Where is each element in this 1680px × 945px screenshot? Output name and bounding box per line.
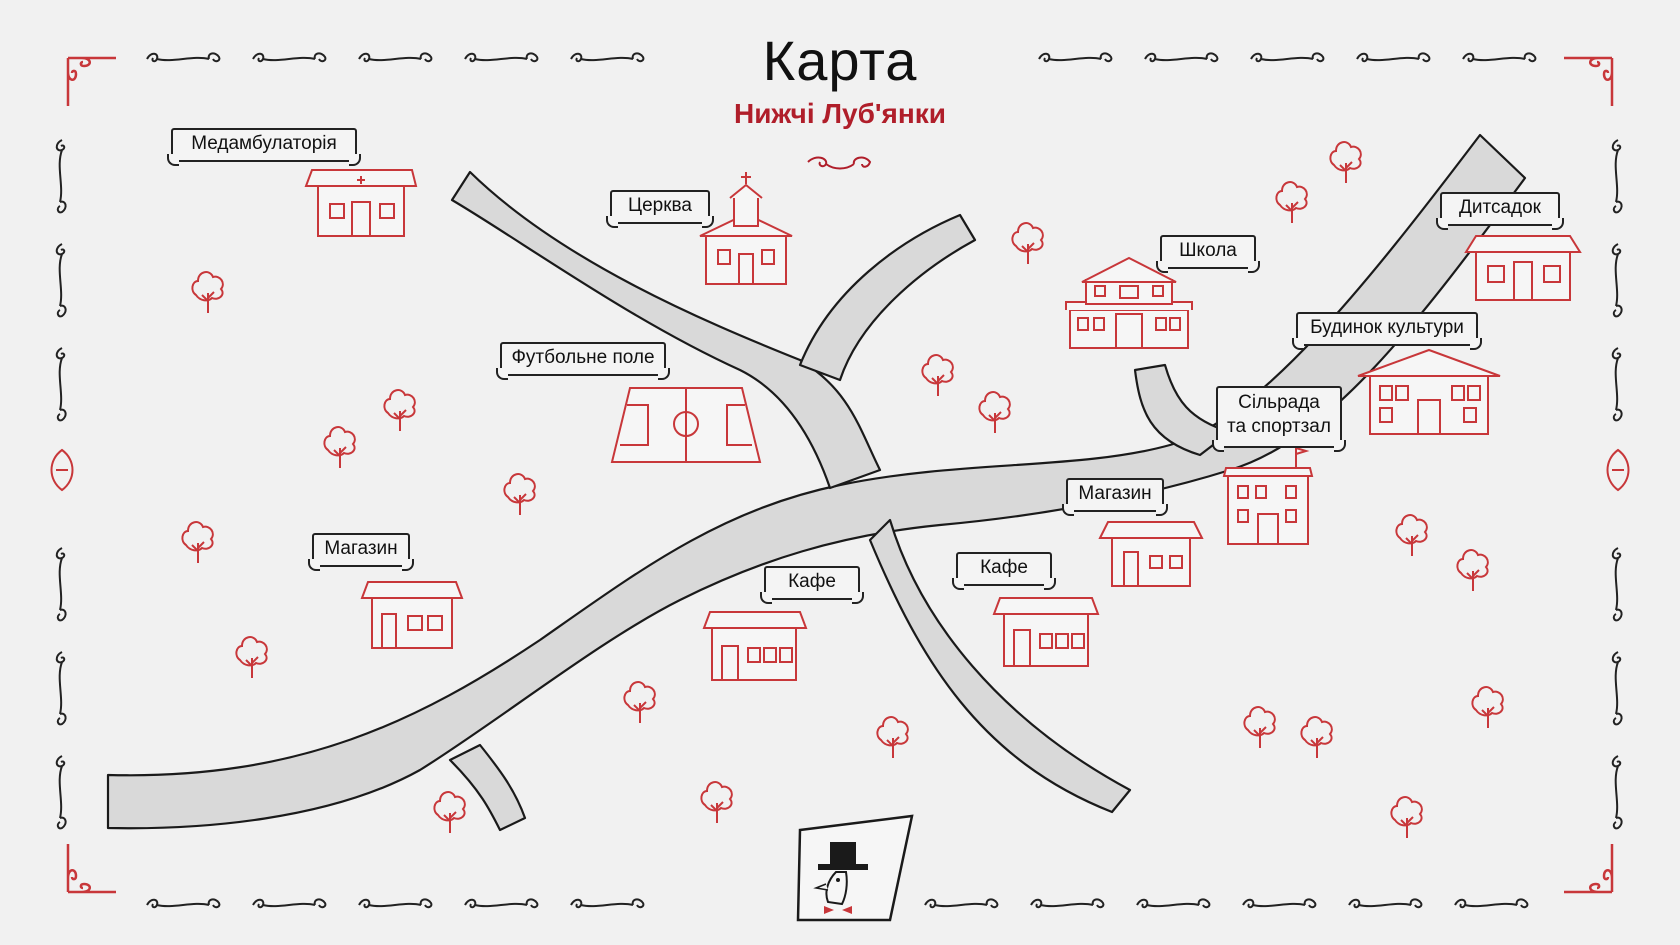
road-southwest [448, 743, 527, 832]
tree-icon [623, 681, 656, 724]
tree-icon [1329, 141, 1362, 184]
label-medambulatoria: Медамбулаторія [167, 128, 361, 166]
buildings [304, 169, 1582, 681]
mascot-logo-icon [796, 814, 914, 922]
tree-icon [1243, 706, 1276, 749]
label-text: Медамбулаторія [191, 133, 337, 154]
tree-icon [978, 391, 1011, 434]
ornament-icon [807, 156, 872, 170]
ornament-icon [358, 898, 433, 909]
ornament-icon [1611, 547, 1623, 622]
tree-icon [876, 716, 909, 759]
label-text: Дитсадок [1458, 197, 1541, 218]
label-mahazyn-left: Магазин [308, 533, 414, 571]
ornament-icon [55, 547, 67, 622]
label-dytsadok: Дитсадок [1436, 192, 1564, 230]
ornament-icon [1611, 755, 1623, 830]
label-text: Кафе [788, 571, 836, 592]
ornament-icon [924, 898, 999, 909]
tree-icon [921, 354, 954, 397]
house-icon [1357, 348, 1501, 435]
road-southeast [868, 518, 1132, 814]
label-kafe-right: Кафе [952, 552, 1056, 590]
ornament-icon [55, 139, 67, 214]
label-shkola: Школа [1156, 235, 1260, 273]
label-tserkva: Церква [606, 190, 714, 228]
tree-icon [181, 521, 214, 564]
tree-icon [1456, 549, 1489, 592]
ornament-icon [1562, 842, 1614, 894]
ornament-icon [55, 651, 67, 726]
label-futbolne-pole: Футбольне поле [496, 342, 670, 380]
ornament-icon [66, 842, 118, 894]
tree-icon [1011, 222, 1044, 265]
ornament-icon [1348, 898, 1423, 909]
border-ornaments [50, 52, 1630, 909]
label-text: Магазин [324, 538, 398, 559]
tree-icon [503, 473, 536, 516]
ornament-icon [146, 898, 221, 909]
label-text: Сільрада та спортзал [1227, 392, 1331, 437]
road-northwest [450, 170, 882, 490]
ornament-icon [1242, 898, 1317, 909]
house-icon [1464, 235, 1582, 301]
road-north [798, 213, 977, 382]
tree-icon [433, 791, 466, 834]
roads [106, 133, 1527, 832]
tree-icon [1471, 686, 1504, 729]
tree-icon [235, 636, 268, 679]
label-text: Церква [628, 195, 692, 216]
ornament-icon [55, 243, 67, 318]
label-silrada: Сільрада та спортзал [1212, 386, 1346, 452]
label-budynok-kultury: Будинок культури [1292, 312, 1482, 350]
ornament-icon [570, 898, 645, 909]
ornament-icon [1611, 651, 1623, 726]
tree-icon [700, 781, 733, 824]
ornament-icon [1611, 347, 1623, 422]
tree-icon [383, 389, 416, 432]
label-text: Магазин [1078, 483, 1152, 504]
ornament-icon [1030, 898, 1105, 909]
ornament-icon [252, 898, 327, 909]
ornament-icon [1454, 898, 1529, 909]
ornament-icon [55, 347, 67, 422]
label-text: Футбольне поле [511, 347, 655, 368]
page-title: Карта [762, 29, 918, 92]
road-east-spur [1133, 363, 1232, 457]
cafe-icon [992, 597, 1100, 667]
ornament-icon [1611, 139, 1623, 214]
label-text: Кафе [980, 557, 1028, 578]
tree-icon [1275, 181, 1308, 224]
label-text: Будинок культури [1310, 317, 1464, 338]
page-subtitle: Нижчі Луб'янки [733, 98, 947, 129]
tree-icon [1390, 796, 1423, 839]
ornament-icon [1606, 448, 1630, 492]
ornament-icon [1136, 898, 1211, 909]
ornament-icon [50, 448, 74, 492]
label-kafe-left: Кафе [760, 566, 864, 604]
shop-icon [1098, 521, 1204, 587]
label-text: Школа [1179, 240, 1237, 261]
tree-icon [323, 426, 356, 469]
ornament-icon [464, 898, 539, 909]
road-main [106, 133, 1527, 830]
tree-icon [1300, 716, 1333, 759]
church-icon [699, 172, 793, 285]
tree-icon [1395, 514, 1428, 557]
cafe-icon [702, 611, 808, 681]
house-icon [1222, 446, 1314, 545]
label-mahazyn-right: Магазин [1062, 478, 1168, 516]
house-icon [304, 169, 418, 237]
football-field-icon [610, 387, 762, 463]
ornament-icon [55, 755, 67, 830]
school-icon [1065, 256, 1193, 349]
shop-icon [360, 581, 464, 649]
tree-icon [191, 271, 224, 314]
ornament-icon [1611, 243, 1623, 318]
